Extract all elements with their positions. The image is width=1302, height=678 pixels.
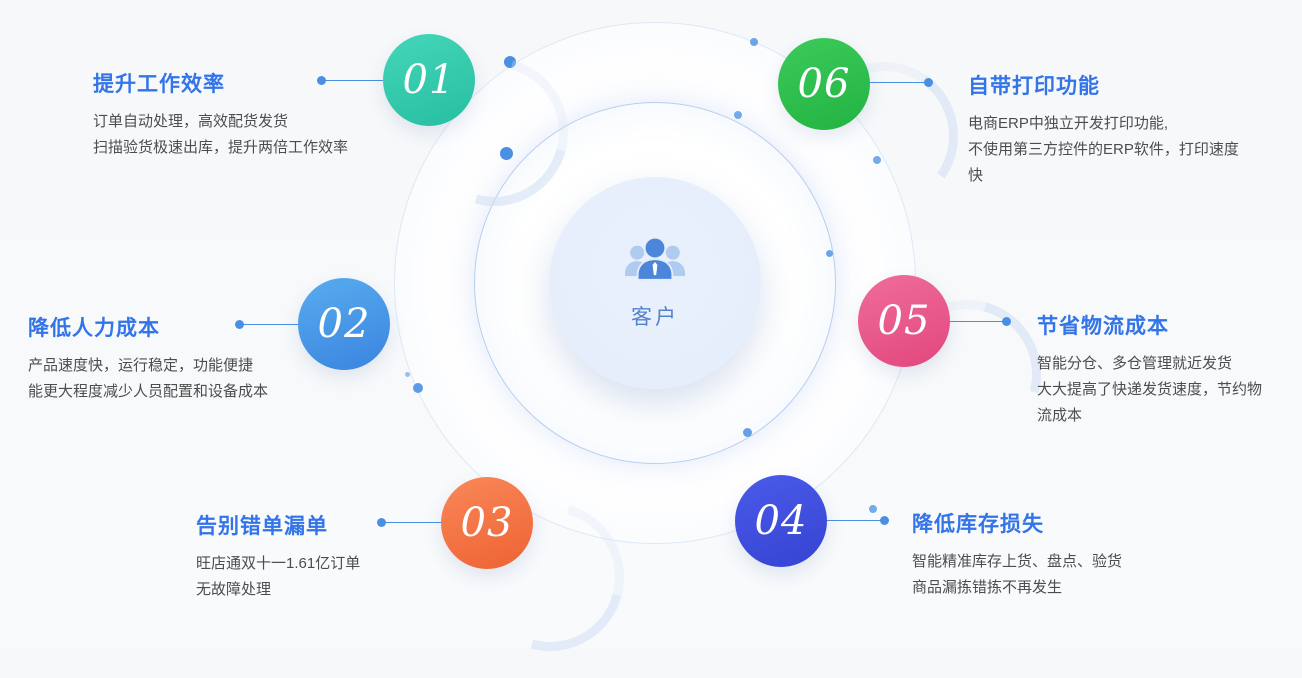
feature-title: 降低库存损失 (912, 513, 1044, 536)
ring-dot (734, 111, 742, 119)
feature-title: 提升工作效率 (93, 73, 225, 96)
feature-block-05: 节省物流成本 智能分仓、多仓管理就近发货 大大提高了快递发货速度，节约物 流成本 (1037, 310, 1262, 429)
feature-number-circle-03: 03 (441, 477, 533, 569)
feature-desc-line: 产品速度快，运行稳定，功能便捷 (28, 357, 254, 374)
feature-title: 告别错单漏单 (196, 515, 328, 538)
customer-group-icon (625, 236, 685, 281)
feature-title: 节省物流成本 (1037, 315, 1169, 338)
feature-number-circle-01: 01 (383, 34, 475, 126)
connector-line (950, 317, 1011, 326)
feature-number: 04 (754, 498, 808, 544)
connector-dot (235, 320, 244, 329)
connector-dot (317, 76, 326, 85)
feature-desc-line: 扫描验货极速出库，提升两倍工作效率 (93, 139, 349, 156)
feature-desc-line: 订单自动处理，高效配货发货 (93, 113, 289, 130)
feature-number: 06 (797, 61, 851, 107)
feature-number-circle-04: 04 (735, 475, 827, 567)
erp-customer-benefits-diagram: 客户 01 提升工作效率 订单自动处理，高效配货发货 扫描验货极速出库，提升两倍… (28, 22, 1262, 678)
connector-line (377, 518, 441, 527)
ring-dot (743, 428, 752, 437)
feature-block-02: 降低人力成本 产品速度快，运行稳定，功能便捷 能更大程度减少人员配置和设备成本 (28, 312, 268, 405)
feature-block-06: 自带打印功能 电商ERP中独立开发打印功能, 不使用第三方控件的ERP软件，打印… (968, 70, 1239, 189)
feature-number: 05 (877, 298, 931, 344)
feature-number-circle-06: 06 (778, 38, 870, 130)
feature-number: 01 (402, 57, 456, 103)
feature-desc: 智能精准库存上货、盘点、验货 商品漏拣错拣不再发生 (912, 549, 1122, 601)
feature-desc-line: 商品漏拣错拣不再发生 (912, 579, 1063, 596)
feature-desc-line: 智能精准库存上货、盘点、验货 (912, 553, 1123, 570)
ring-dot (500, 147, 513, 160)
connector-line (827, 516, 889, 525)
ring-dot (405, 372, 410, 377)
connector-dot (924, 78, 933, 87)
feature-desc: 产品速度快，运行稳定，功能便捷 能更大程度减少人员配置和设备成本 (28, 353, 268, 405)
ring-dot (826, 250, 833, 257)
feature-number-circle-05: 05 (858, 275, 950, 367)
feature-desc-line: 电商ERP中独立开发打印功能, (968, 115, 1169, 132)
feature-number: 03 (460, 500, 514, 546)
feature-number: 02 (317, 301, 371, 347)
ring-dot (504, 56, 516, 68)
connector-dot (377, 518, 386, 527)
center-circle: 客户 (549, 177, 761, 389)
feature-desc-line: 流成本 (1037, 407, 1083, 424)
feature-desc: 智能分仓、多仓管理就近发货 大大提高了快递发货速度，节约物 流成本 (1037, 351, 1262, 429)
feature-number-circle-02: 02 (298, 278, 390, 370)
feature-desc-line: 不使用第三方控件的ERP软件，打印速度 (968, 141, 1239, 158)
feature-block-01: 提升工作效率 订单自动处理，高效配货发货 扫描验货极速出库，提升两倍工作效率 (93, 68, 348, 161)
feature-title: 降低人力成本 (28, 317, 160, 340)
feature-desc: 旺店通双十一1.61亿订单 无故障处理 (196, 551, 360, 603)
feature-block-04: 降低库存损失 智能精准库存上货、盘点、验货 商品漏拣错拣不再发生 (912, 508, 1122, 601)
feature-block-03: 告别错单漏单 旺店通双十一1.61亿订单 无故障处理 (196, 510, 360, 603)
center-label: 客户 (631, 306, 679, 329)
feature-desc: 订单自动处理，高效配货发货 扫描验货极速出库，提升两倍工作效率 (93, 109, 348, 161)
ring-dot (873, 156, 881, 164)
feature-desc: 电商ERP中独立开发打印功能, 不使用第三方控件的ERP软件，打印速度 快 (968, 111, 1239, 189)
feature-desc-line: 智能分仓、多仓管理就近发货 (1037, 355, 1233, 372)
feature-desc-line: 大大提高了快递发货速度，节约物 (1037, 381, 1263, 398)
ring-dot (413, 383, 423, 393)
feature-desc-line: 旺店通双十一1.61亿订单 (196, 555, 361, 572)
feature-desc-line: 无故障处理 (196, 581, 272, 598)
ring-dot (869, 505, 877, 513)
ring-dot (750, 38, 758, 46)
feature-desc-line: 能更大程度减少人员配置和设备成本 (28, 383, 269, 400)
feature-title: 自带打印功能 (968, 75, 1100, 98)
connector-line (317, 76, 383, 85)
connector-line (870, 78, 933, 87)
connector-line (235, 320, 298, 329)
connector-dot (880, 516, 889, 525)
feature-desc-line: 快 (968, 167, 984, 184)
connector-dot (1002, 317, 1011, 326)
